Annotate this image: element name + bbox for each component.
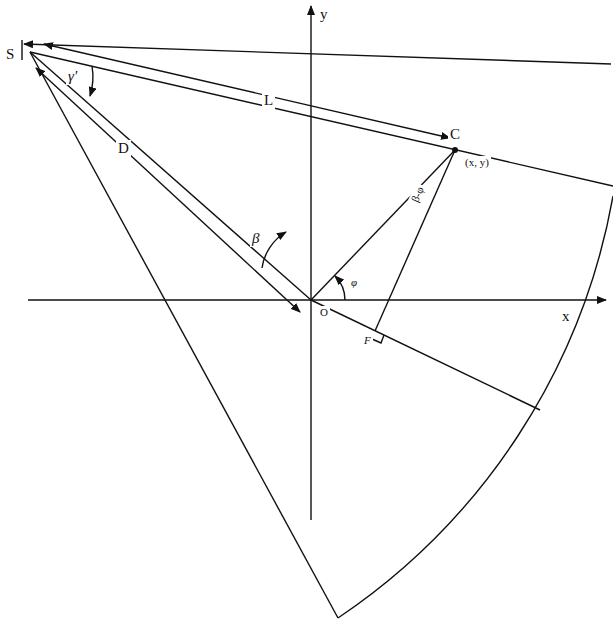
fan-edge-ray bbox=[24, 44, 611, 64]
perpendicular-line bbox=[375, 150, 455, 331]
fan-edge-ray bbox=[30, 52, 338, 618]
point-label: S bbox=[4, 46, 16, 63]
coordinate-label: (x, y) bbox=[463, 156, 491, 169]
angle-label: β-φ bbox=[408, 183, 428, 206]
dimension-label: D bbox=[116, 140, 131, 157]
right-angle-mark bbox=[372, 335, 384, 343]
d-dimension bbox=[36, 68, 300, 312]
central-ray bbox=[311, 300, 540, 410]
point-label: F bbox=[362, 334, 373, 347]
source-tick bbox=[21, 40, 22, 60]
axis-label: x bbox=[560, 308, 572, 325]
source-point-ray bbox=[30, 52, 613, 186]
axis-label: y bbox=[318, 6, 330, 23]
point-label: O bbox=[318, 306, 330, 319]
dimension-label: L bbox=[262, 92, 275, 109]
y-axis bbox=[310, 6, 311, 520]
angle-label: φ bbox=[349, 276, 359, 289]
x-axis bbox=[28, 299, 606, 300]
l-dimension bbox=[44, 44, 450, 138]
radius-line bbox=[311, 150, 455, 300]
gamma-arc bbox=[90, 66, 93, 96]
beta-arc bbox=[262, 232, 286, 268]
angle-label: γ' bbox=[66, 68, 79, 85]
phi-arc bbox=[335, 276, 345, 300]
central-ray bbox=[30, 52, 311, 300]
angle-label: β bbox=[250, 230, 261, 247]
detector-arc bbox=[338, 196, 613, 618]
point-label: C bbox=[448, 126, 462, 143]
point-c bbox=[452, 147, 458, 153]
